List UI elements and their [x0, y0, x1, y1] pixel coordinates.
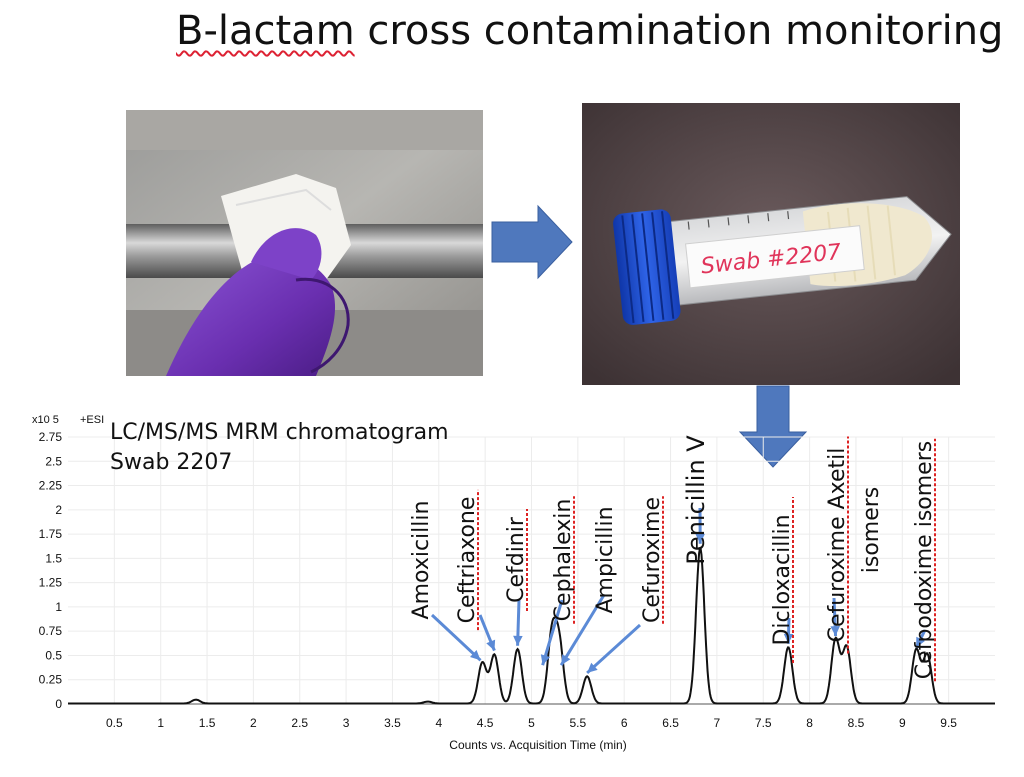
swab-tube-photo: Swab #2207 — [582, 103, 960, 385]
down-flow-arrow — [738, 385, 808, 468]
x-tick-label: 9.5 — [940, 716, 957, 730]
callout-arrowhead — [587, 662, 598, 673]
peak-label-text: Cephalexin — [551, 499, 576, 622]
right-flow-arrow — [491, 204, 573, 280]
y-tick-label: 0.25 — [39, 673, 63, 687]
callout-arrowhead — [540, 654, 551, 666]
peak-label-text: Dicloxacillin — [770, 514, 795, 645]
y-tick-label: 1.5 — [45, 551, 62, 565]
y-tick-label: 2.75 — [39, 430, 63, 444]
x-tick-label: 3.5 — [384, 716, 401, 730]
peak-label-text: Amoxicillin — [409, 501, 434, 620]
x-tick-label: 5.5 — [570, 716, 587, 730]
callout-arrowhead — [830, 625, 840, 637]
peak-label-text: Cefuroxime — [640, 497, 665, 623]
x-tick-label: 7 — [714, 716, 721, 730]
callout-arrowhead — [695, 533, 705, 544]
peak-label: Dicloxacillin — [770, 497, 795, 663]
peak-label-text: Cefdinir — [504, 516, 529, 603]
peak-label: Cefuroxime — [640, 496, 665, 624]
peak-label: Penicillin V — [682, 435, 710, 565]
x-tick-label: 8.5 — [848, 716, 865, 730]
callout-arrowhead — [486, 639, 496, 651]
y-tick-label: 2.25 — [39, 479, 63, 493]
y-tick-label: 1.25 — [39, 576, 63, 590]
x-tick-label: 4.5 — [477, 716, 494, 730]
x-tick-label: 8 — [806, 716, 813, 730]
peak-label: isomers — [859, 487, 884, 574]
peak-label: Ampicillin — [593, 506, 618, 613]
callout-arrowhead — [470, 650, 481, 661]
y-tick-label: 2 — [55, 503, 62, 517]
x-tick-label: 7.5 — [755, 716, 772, 730]
slide-title: B-lactam cross contamination monitoring — [176, 8, 1003, 54]
y-tick-label: 0 — [55, 697, 62, 711]
y-tick-label: 0.75 — [39, 624, 63, 638]
peak-label: Amoxicillin — [409, 501, 434, 620]
y-tick-label: 1.75 — [39, 527, 63, 541]
annotation-line-1: LC/MS/MS MRM chromatogram — [110, 420, 449, 445]
callout-arrowhead — [783, 633, 794, 644]
x-tick-label: 6 — [621, 716, 628, 730]
x-tick-label: 1.5 — [199, 716, 216, 730]
peak-label-text: isomers — [859, 487, 884, 574]
peak-label: Ceftriaxone — [455, 489, 480, 631]
callout-arrowhead — [561, 654, 571, 666]
peak-label: Cephalexin — [551, 496, 576, 624]
peak-label-text: Cefpodoxime isomers — [912, 441, 937, 679]
callout-arrow — [586, 623, 642, 675]
peak-label-text: Ampicillin — [593, 506, 618, 613]
chromatogram-chart: 0.5 1 1.5 2 2.5 3 3.5 4 4.5 5 5.5 6 6.5 7 7.5 8 8.5 9 9.5 0… — [39, 430, 995, 730]
x-tick-label: 9 — [899, 716, 906, 730]
callout-arrowhead — [916, 636, 925, 648]
annotation-line-2: Swab 2207 — [110, 450, 233, 475]
x-tick-label: 0.5 — [106, 716, 123, 730]
swab-wipe-illustration — [126, 110, 483, 376]
peak-label: Cefpodoxime isomers — [912, 438, 937, 682]
x-axis-label: Counts vs. Acquisition Time (min) — [449, 738, 626, 752]
callout-arrow — [559, 594, 606, 666]
chromatogram-annotation: LC/MS/MS MRM chromatogram Swab 2207 — [110, 418, 449, 478]
swab-wipe-photo — [126, 110, 483, 376]
x-tick-label: 6.5 — [662, 716, 679, 730]
swab-tube-illustration: Swab #2207 — [582, 103, 960, 385]
x-tick-label: 1 — [157, 716, 164, 730]
x-tick-label: 5 — [528, 716, 535, 730]
ion-mode-label: +ESI — [80, 414, 104, 426]
peak-label: Cefuroxime Axetil — [825, 436, 850, 654]
chromatogram-trace — [68, 546, 995, 705]
callout-arrow — [430, 613, 482, 662]
y-multiplier-label: x10 5 — [32, 414, 59, 426]
x-tick-label: 2.5 — [291, 716, 308, 730]
y-tick-label: 0.5 — [45, 648, 62, 662]
x-tick-label: 2 — [250, 716, 257, 730]
y-tick-label: 2.5 — [45, 454, 62, 468]
peak-label-text: Ceftriaxone — [455, 497, 480, 624]
title-rest: cross contamination monitoring — [354, 8, 1004, 54]
callout-arrowhead — [513, 635, 523, 646]
x-tick-label: 3 — [343, 716, 350, 730]
peak-label-text: Cefuroxime Axetil — [825, 448, 850, 643]
x-tick-label: 4 — [435, 716, 442, 730]
title-prefix: B-lactam — [176, 8, 355, 54]
peak-label: Cefdinir — [504, 508, 529, 612]
peak-label-text: Penicillin V — [682, 435, 710, 565]
callout-arrow — [541, 599, 564, 666]
y-tick-label: 1 — [55, 600, 62, 614]
